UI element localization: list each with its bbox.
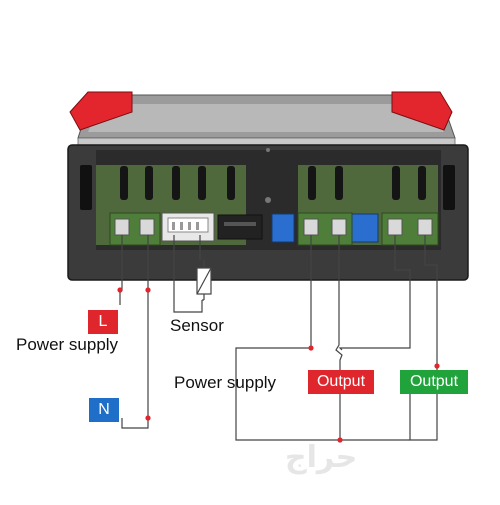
right-mounting-clip <box>391 91 453 131</box>
controller-top-cover <box>69 91 456 149</box>
output-red-tag: Output <box>308 370 374 394</box>
terminal-block-output-1 <box>297 212 353 246</box>
sensor-connector <box>161 212 215 242</box>
terminal-n-tag: N <box>89 398 119 422</box>
power-supply-label-left: Power supply <box>16 335 119 354</box>
pcb-components <box>217 213 379 243</box>
terminal-block-power <box>109 212 161 246</box>
watermark: حراج <box>285 440 358 475</box>
terminal-l-tag: L <box>88 310 118 334</box>
junction-dots <box>117 287 440 443</box>
left-mounting-clip <box>69 91 133 131</box>
output-green-tag: Output <box>400 370 468 394</box>
power-supply-label-right: Power supply <box>174 373 277 392</box>
sensor-label: Sensor <box>170 316 224 335</box>
terminal-block-output-2 <box>381 212 439 246</box>
